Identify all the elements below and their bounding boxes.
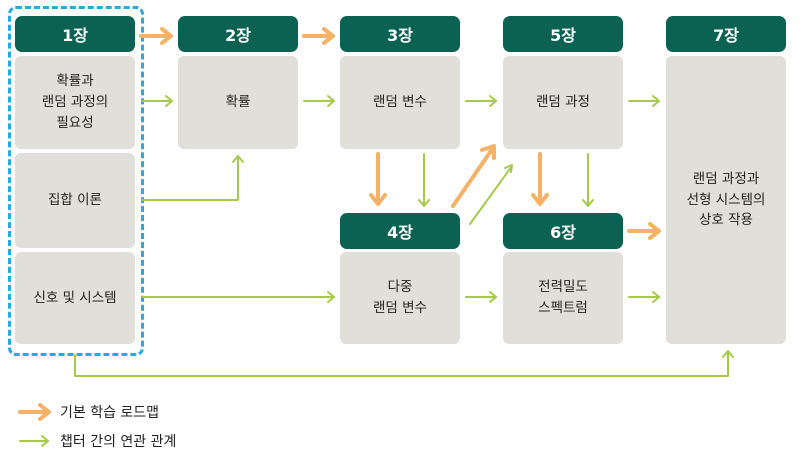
chapter6-header: 6장 (503, 213, 623, 249)
topic-random-variable: 랜덤 변수 (340, 56, 460, 149)
green-arrows (74, 95, 734, 377)
topic-probability: 확률 (178, 56, 298, 149)
chapter3-header: 3장 (340, 16, 460, 52)
legend-chapter-relation: 챕터 간의 연관 관계 (60, 434, 177, 450)
arrow-ch4-to-ch5 (451, 146, 495, 208)
chapter1-dashed-frame (8, 6, 144, 356)
topic-random-process: 랜덤 과정 (503, 56, 623, 149)
legend-green-arrow-icon (19, 435, 49, 447)
orange-arrows (139, 27, 661, 240)
topic-necessity: 확률과 랜덤 과정의 필요성 (15, 56, 135, 149)
legend-orange-arrow-icon (18, 403, 51, 421)
topic-set-theory: 집합 이론 (15, 153, 135, 248)
topic-multiple-random-variables: 다중 랜덤 변수 (340, 252, 460, 344)
topic-random-process-linear-system: 랜덤 과정과 선형 시스템의 상호 작용 (666, 56, 786, 344)
topic-power-spectral-density: 전력밀도 스펙트럼 (503, 252, 623, 344)
chapter4-header: 4장 (340, 213, 460, 249)
chapter2-header: 2장 (178, 16, 298, 52)
legend-basic-roadmap: 기본 학습 로드맵 (60, 405, 160, 421)
chapter5-header: 5장 (503, 16, 623, 52)
chapter7-header: 7장 (666, 16, 786, 52)
chapter1-header: 1장 (15, 16, 135, 52)
topic-signals-systems: 신호 및 시스템 (15, 252, 135, 344)
